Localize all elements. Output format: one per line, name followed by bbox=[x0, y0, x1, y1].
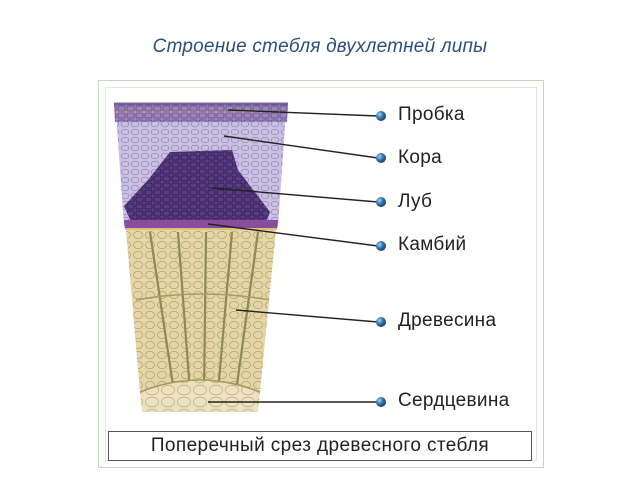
marker-dot-wood bbox=[376, 317, 386, 327]
cambium-layer bbox=[124, 220, 278, 230]
phloem-layer bbox=[124, 150, 270, 224]
label-cortex: Кора bbox=[398, 147, 442, 168]
marker-dot-cortex bbox=[376, 153, 386, 163]
label-phloem: Луб bbox=[398, 191, 433, 212]
caption-text: Поперечный срез древесного стебля bbox=[150, 435, 490, 456]
marker-dot-cambium bbox=[376, 241, 386, 251]
caption-box: Поперечный срез древесного стебля bbox=[108, 431, 532, 461]
wood-layer bbox=[126, 230, 276, 392]
leader-line-phloem bbox=[211, 187, 379, 203]
label-cambium: Камбий bbox=[398, 234, 467, 255]
pith-layer bbox=[139, 379, 261, 412]
leader-line-cortex bbox=[223, 135, 379, 159]
page-title: Строение стебля двухлетней липы bbox=[152, 36, 488, 57]
marker-dot-phloem bbox=[376, 197, 386, 207]
marker-dot-cork bbox=[376, 111, 386, 121]
label-wood: Древесина bbox=[398, 310, 497, 331]
label-markers bbox=[376, 111, 386, 407]
label-pith: Сердцевина bbox=[398, 390, 510, 411]
leader-line-wood bbox=[235, 309, 379, 323]
cork-layer bbox=[114, 102, 288, 122]
leader-lines bbox=[207, 109, 379, 403]
leader-line-cork bbox=[227, 109, 379, 117]
marker-dot-pith bbox=[376, 397, 386, 407]
label-cork: Пробка bbox=[398, 104, 465, 125]
leader-line-cambium bbox=[207, 223, 379, 247]
